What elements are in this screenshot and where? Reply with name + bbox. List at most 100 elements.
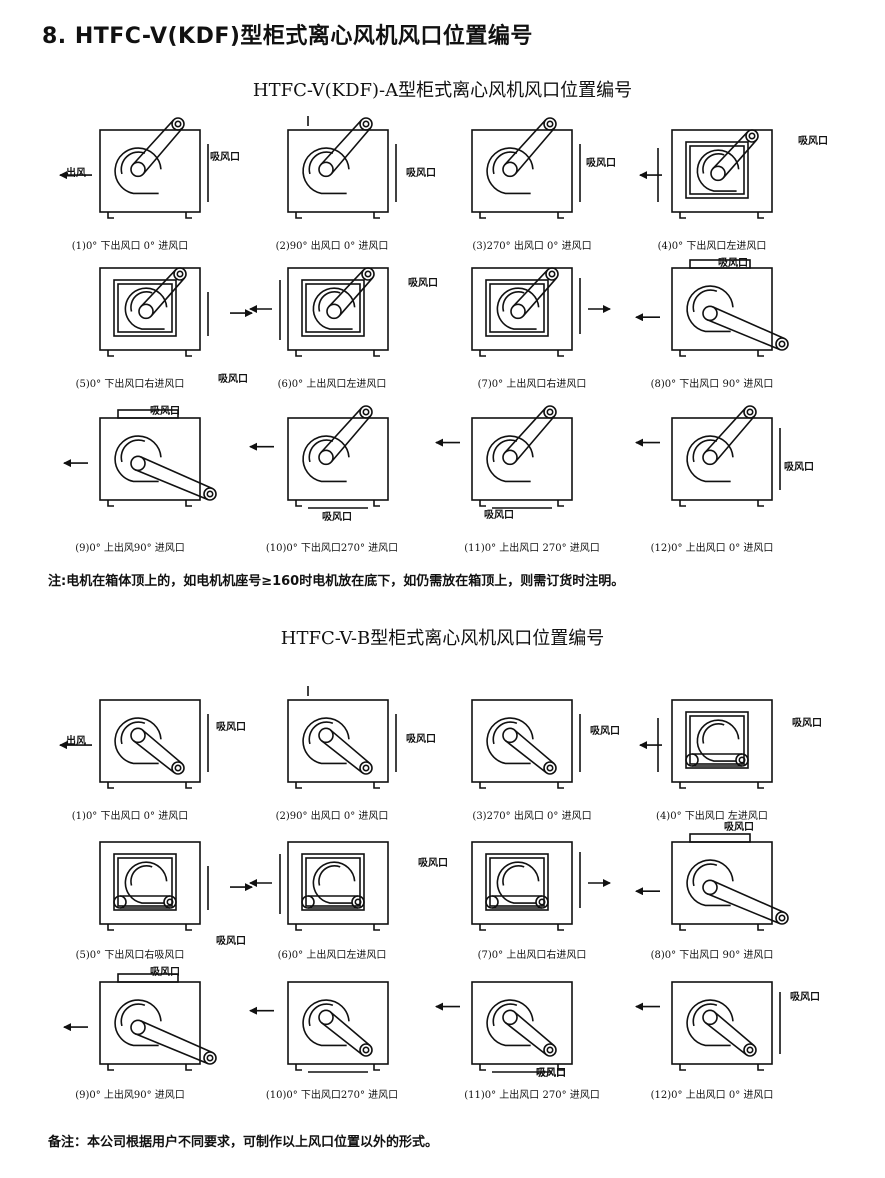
fan-diagram-a-1 <box>59 117 209 219</box>
caption-b-7: (7)0° 上出风口右进风口 <box>477 950 587 961</box>
volute-scroll <box>124 287 168 330</box>
caption-a-1: (1)0° 下出风口 0° 进风口 <box>71 241 189 252</box>
fan-pulley <box>130 161 146 178</box>
inlet-flange <box>689 259 751 269</box>
cabinet-foot <box>185 500 192 507</box>
volute-inner-line <box>120 151 146 175</box>
caption-b-3: (3)270° 出风口 0° 进风口 <box>472 811 592 822</box>
inlet-frame <box>113 853 177 911</box>
motor-pulley-hub <box>778 340 786 348</box>
volute-inner-line <box>702 152 725 174</box>
motor-pulley-hub <box>364 270 372 278</box>
inlet-frame-inner <box>117 857 173 907</box>
motor-pulley <box>359 117 373 131</box>
belt-line <box>522 277 558 317</box>
volute-scroll <box>686 999 734 1047</box>
section-a-note: 注:电机在箱体顶上的，如电机机座号≥160时电机放在底下，如仍需放在箱顶上，则需… <box>48 574 625 589</box>
belt-line <box>704 407 747 454</box>
fan-pulley <box>502 727 518 744</box>
port-label-b-7-1: 吸风口 <box>418 857 448 869</box>
fan-pulley <box>138 303 154 320</box>
cabinet-box <box>471 267 573 351</box>
port-label-a-1-2: 吸风口 <box>210 151 240 163</box>
belt-line <box>142 127 184 175</box>
port-label-b-2-1: 吸风口 <box>406 733 436 745</box>
cabinet-box <box>287 417 389 501</box>
page-title: 8. HTFC-V(KDF)型柜式离心风机风口位置编号 <box>42 24 533 49</box>
belt-line <box>513 1011 555 1046</box>
cabinet-foot <box>295 212 302 219</box>
cabinet-foot <box>107 350 114 357</box>
volute-scroll <box>696 719 740 762</box>
motor-pulley-hub <box>362 408 370 416</box>
motor-pulley-hub <box>362 764 370 772</box>
port-label-b-8-1: 吸风口 <box>724 821 754 833</box>
port-label-a-10-1: 吸风口 <box>322 511 352 523</box>
cabinet-foot <box>185 212 192 219</box>
cabinet-box <box>287 981 389 1065</box>
cabinet-foot <box>757 1064 764 1071</box>
cabinet-foot <box>295 1064 302 1071</box>
inlet-flange <box>689 833 751 843</box>
cabinet-foot <box>679 212 686 219</box>
port-label-b-12-1: 吸风口 <box>790 991 820 1003</box>
belt-line <box>321 1022 363 1056</box>
volute-scroll <box>496 861 540 904</box>
cabinet-foot <box>185 782 192 789</box>
cabinet-foot <box>373 350 380 357</box>
belt-line <box>514 127 556 175</box>
cabinet-foot <box>107 500 114 507</box>
inlet-frame-inner <box>305 283 361 333</box>
motor-pulley <box>171 117 185 131</box>
volute-scroll <box>486 435 534 483</box>
volute-inner-line <box>318 290 341 312</box>
motor-pulley <box>745 129 759 143</box>
port-label-a-2-1: 吸风口 <box>406 167 436 179</box>
motor-pulley-hub <box>354 898 362 906</box>
belt-line <box>505 740 547 774</box>
belt-line <box>134 1033 208 1065</box>
motor-pulley-hub <box>176 270 184 278</box>
volute-inner-line <box>702 722 725 744</box>
volute-scroll <box>114 999 162 1047</box>
fan-pulley <box>502 1009 518 1026</box>
belt-line <box>330 415 372 463</box>
inlet-frame-inner <box>117 283 173 333</box>
volute-inner-line <box>130 290 153 312</box>
cabinet-foot <box>107 212 114 219</box>
motor-pulley <box>359 761 373 775</box>
caption-a-10: (10)0° 下出风口270° 进风口 <box>265 543 399 554</box>
cabinet-foot <box>185 350 192 357</box>
belt-line <box>505 1022 547 1056</box>
cabinet-box <box>287 267 389 351</box>
cabinet-foot <box>185 1064 192 1071</box>
fan-pulley <box>326 303 342 320</box>
belt-line <box>706 319 780 351</box>
cabinet-foot <box>295 350 302 357</box>
caption-a-11: (11)0° 上出风口 270° 进风口 <box>464 543 600 554</box>
belt-line <box>513 729 555 764</box>
cabinet-foot <box>185 924 192 931</box>
fan-pulley <box>710 165 726 182</box>
volute-scroll <box>114 147 162 195</box>
belt-line <box>714 415 756 463</box>
port-label-a-8-1: 吸风口 <box>718 257 748 269</box>
belt-line <box>134 469 208 501</box>
volute-inner-line <box>318 864 341 886</box>
port-label-a-1-1: 出风 <box>66 166 86 179</box>
belt-line <box>338 277 374 317</box>
port-label-a-3-1: 吸风口 <box>586 157 616 169</box>
motor-pulley <box>173 267 187 281</box>
cabinet-foot <box>679 350 686 357</box>
caption-a-9: (9)0° 上出风90° 进风口 <box>75 543 185 554</box>
caption-b-10: (10)0° 下出风口270° 进风口 <box>265 1090 399 1101</box>
belt-line <box>514 415 556 463</box>
fan-diagram-a-12 <box>635 405 781 507</box>
cabinet-foot <box>679 500 686 507</box>
volute-inner-line <box>308 439 334 463</box>
cabinet-foot <box>479 212 486 219</box>
caption-b-9: (9)0° 上出风90° 进风口 <box>75 1090 185 1101</box>
cabinet-foot <box>679 924 686 931</box>
motor-pulley-hub <box>546 408 554 416</box>
cabinet-foot <box>295 782 302 789</box>
